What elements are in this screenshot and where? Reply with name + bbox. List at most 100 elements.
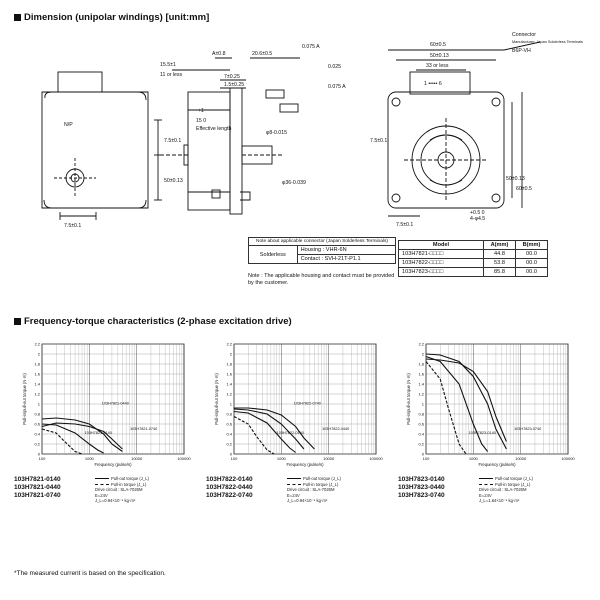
legend-item: J_L=1.64×10⁻⁵ kg·m²	[479, 498, 520, 504]
x-tick-label: 1000	[277, 456, 287, 461]
label-maker: Manufacturer: Japan Solderless Terminals	[512, 40, 583, 44]
pullin-line-icon	[479, 483, 493, 485]
dim-15-5: 15.5±1	[160, 62, 176, 68]
model-cell: 00.0	[515, 249, 548, 259]
curve-label: 103H7821-0440	[102, 402, 129, 406]
x-tick-label: 100000	[369, 456, 383, 461]
dim-15: 15 0	[196, 118, 206, 124]
connector-type: Solderless	[248, 245, 298, 264]
side-view-flange	[229, 87, 243, 215]
dim-plus1: +1	[198, 108, 204, 114]
connector-table-header: Note about applicable connector (Japan S…	[248, 237, 396, 246]
pullout-line-icon	[287, 478, 301, 480]
dim-4-holes: 4-φ4.5	[470, 216, 485, 222]
legend-item: Drive circuit : SLA-7026M	[287, 487, 335, 493]
chart0-models: 103H7821-0140 103H7821-0440 103H7821-074…	[14, 476, 61, 500]
model-header-a: A(mm)	[483, 240, 516, 250]
series-line	[41, 428, 83, 455]
y-tick-label: 2	[38, 352, 41, 357]
plot-frame	[425, 343, 569, 455]
dim-shaft-8: φ8-0.015	[266, 130, 287, 136]
y-tick-label: 0.4	[34, 432, 40, 437]
y-tick-label: 0.8	[34, 412, 40, 417]
y-tick-label: 0.6	[226, 422, 232, 427]
legend-item: Drive circuit : SLA-7026M	[95, 487, 143, 493]
y-tick-label: 0.8	[418, 412, 424, 417]
y-tick-label: 1.4	[34, 382, 40, 387]
x-tick-label: 100	[231, 456, 238, 461]
y-tick-label: 0.6	[34, 422, 40, 427]
dim-a: A±0.8	[212, 51, 226, 57]
legend-item: Pull-in torque (J_L)	[111, 481, 147, 487]
model-cell: 00.0	[515, 267, 548, 277]
bullet-square-icon	[14, 14, 21, 21]
legend-item: Drive circuit : SLA-7026M	[479, 487, 527, 493]
freq-title-text: Frequency-torque characteristics (2-phas…	[24, 316, 292, 327]
legend-item: Pull-out torque (J_L)	[111, 476, 149, 481]
chart2-model: 103H7823-0440	[398, 484, 445, 491]
tol-0-025: 0.025	[328, 64, 341, 70]
y-tick-label: 0.2	[418, 442, 424, 447]
series-line	[425, 355, 489, 452]
series-line	[233, 416, 275, 455]
dim-effective-length: Effective length	[196, 126, 231, 132]
y-tick-label: 1	[38, 402, 41, 407]
x-tick-label: 100	[39, 456, 46, 461]
front-view-body	[41, 91, 149, 209]
x-tick-label: 1000	[85, 456, 95, 461]
chart1-model: 103H7822-0140	[206, 476, 253, 483]
chart0-model: 103H7821-0740	[14, 492, 61, 499]
x-axis-label: Frequency (pulse/s)	[286, 462, 324, 467]
x-tick-label: 10000	[131, 456, 143, 461]
dim-50-right: 50±0.13	[506, 176, 525, 182]
model-header-model: Model	[398, 240, 484, 250]
y-tick-label: 1.6	[34, 372, 40, 377]
chart1-model: 103H7822-0440	[206, 484, 253, 491]
model-cell: 44.8	[483, 249, 516, 259]
legend-item: E=24V	[95, 492, 108, 498]
y-tick-label: 1.4	[418, 382, 424, 387]
curve-label: 103H7822-0140	[277, 431, 304, 435]
dim-33: 33 or less	[426, 63, 449, 69]
y-axis-label: Pull-in/pull-out torque (N·m)	[214, 373, 219, 425]
label-np: N/P	[64, 122, 73, 128]
model-cell: 103H7823-□□□□	[398, 267, 484, 277]
plot-frame	[233, 343, 377, 455]
y-tick-label: 1	[422, 402, 425, 407]
x-tick-label: 100	[423, 456, 430, 461]
connector-table: Note about applicable connector (Japan S…	[248, 237, 397, 264]
connector-contact: Contact : SVH-21T-P1.1	[296, 254, 397, 264]
dim-50: 50±0.13	[430, 53, 449, 59]
y-tick-label: 1.8	[418, 362, 424, 367]
curve-label: 103H7822-0740	[294, 402, 321, 406]
dimension-title: Dimension (unipolar windings) [unit:mm]	[14, 12, 209, 23]
pullin-line-icon	[287, 483, 301, 485]
dim-shaft-36: φ36-0.039	[282, 180, 306, 186]
y-tick-label: 0.4	[226, 432, 232, 437]
legend-item: Pull-out torque (J_L)	[303, 476, 341, 481]
table-row: 103H7822-□□□□ 53.8 00.0	[398, 258, 548, 268]
pullin-line-icon	[95, 483, 109, 485]
series-line	[41, 423, 104, 454]
tol-0-075: 0.075 A	[302, 44, 320, 50]
table-row: 103H7821-□□□□ 44.8 00.0	[398, 249, 548, 259]
dim-11-or-less: 11 or less	[160, 72, 183, 78]
dim-1-5: 1.5±0.25	[224, 82, 244, 88]
legend-item: J_L=0.94×10⁻⁵ kg·m²	[95, 498, 136, 504]
model-cell: 53.8	[483, 258, 516, 268]
y-tick-label: 1.8	[34, 362, 40, 367]
x-tick-label: 10000	[515, 456, 527, 461]
chart2-model: 103H7823-0740	[398, 492, 445, 499]
x-tick-label: 1000	[469, 456, 479, 461]
chart1-models: 103H7822-0140 103H7822-0440 103H7822-074…	[206, 476, 253, 500]
curve-label: 103H7822-0440	[322, 427, 349, 431]
series-line	[233, 410, 296, 453]
y-tick-label: 0	[230, 452, 233, 457]
dim-7-5-bottom: 7.5±0.1	[396, 222, 413, 228]
legend-item: E=24V	[479, 492, 492, 498]
curve-label: 103H7823-0140	[469, 431, 496, 435]
dim-50-vertical: 50±0.13	[164, 178, 183, 184]
x-tick-label: 100000	[177, 456, 191, 461]
back-view-body	[387, 91, 505, 209]
